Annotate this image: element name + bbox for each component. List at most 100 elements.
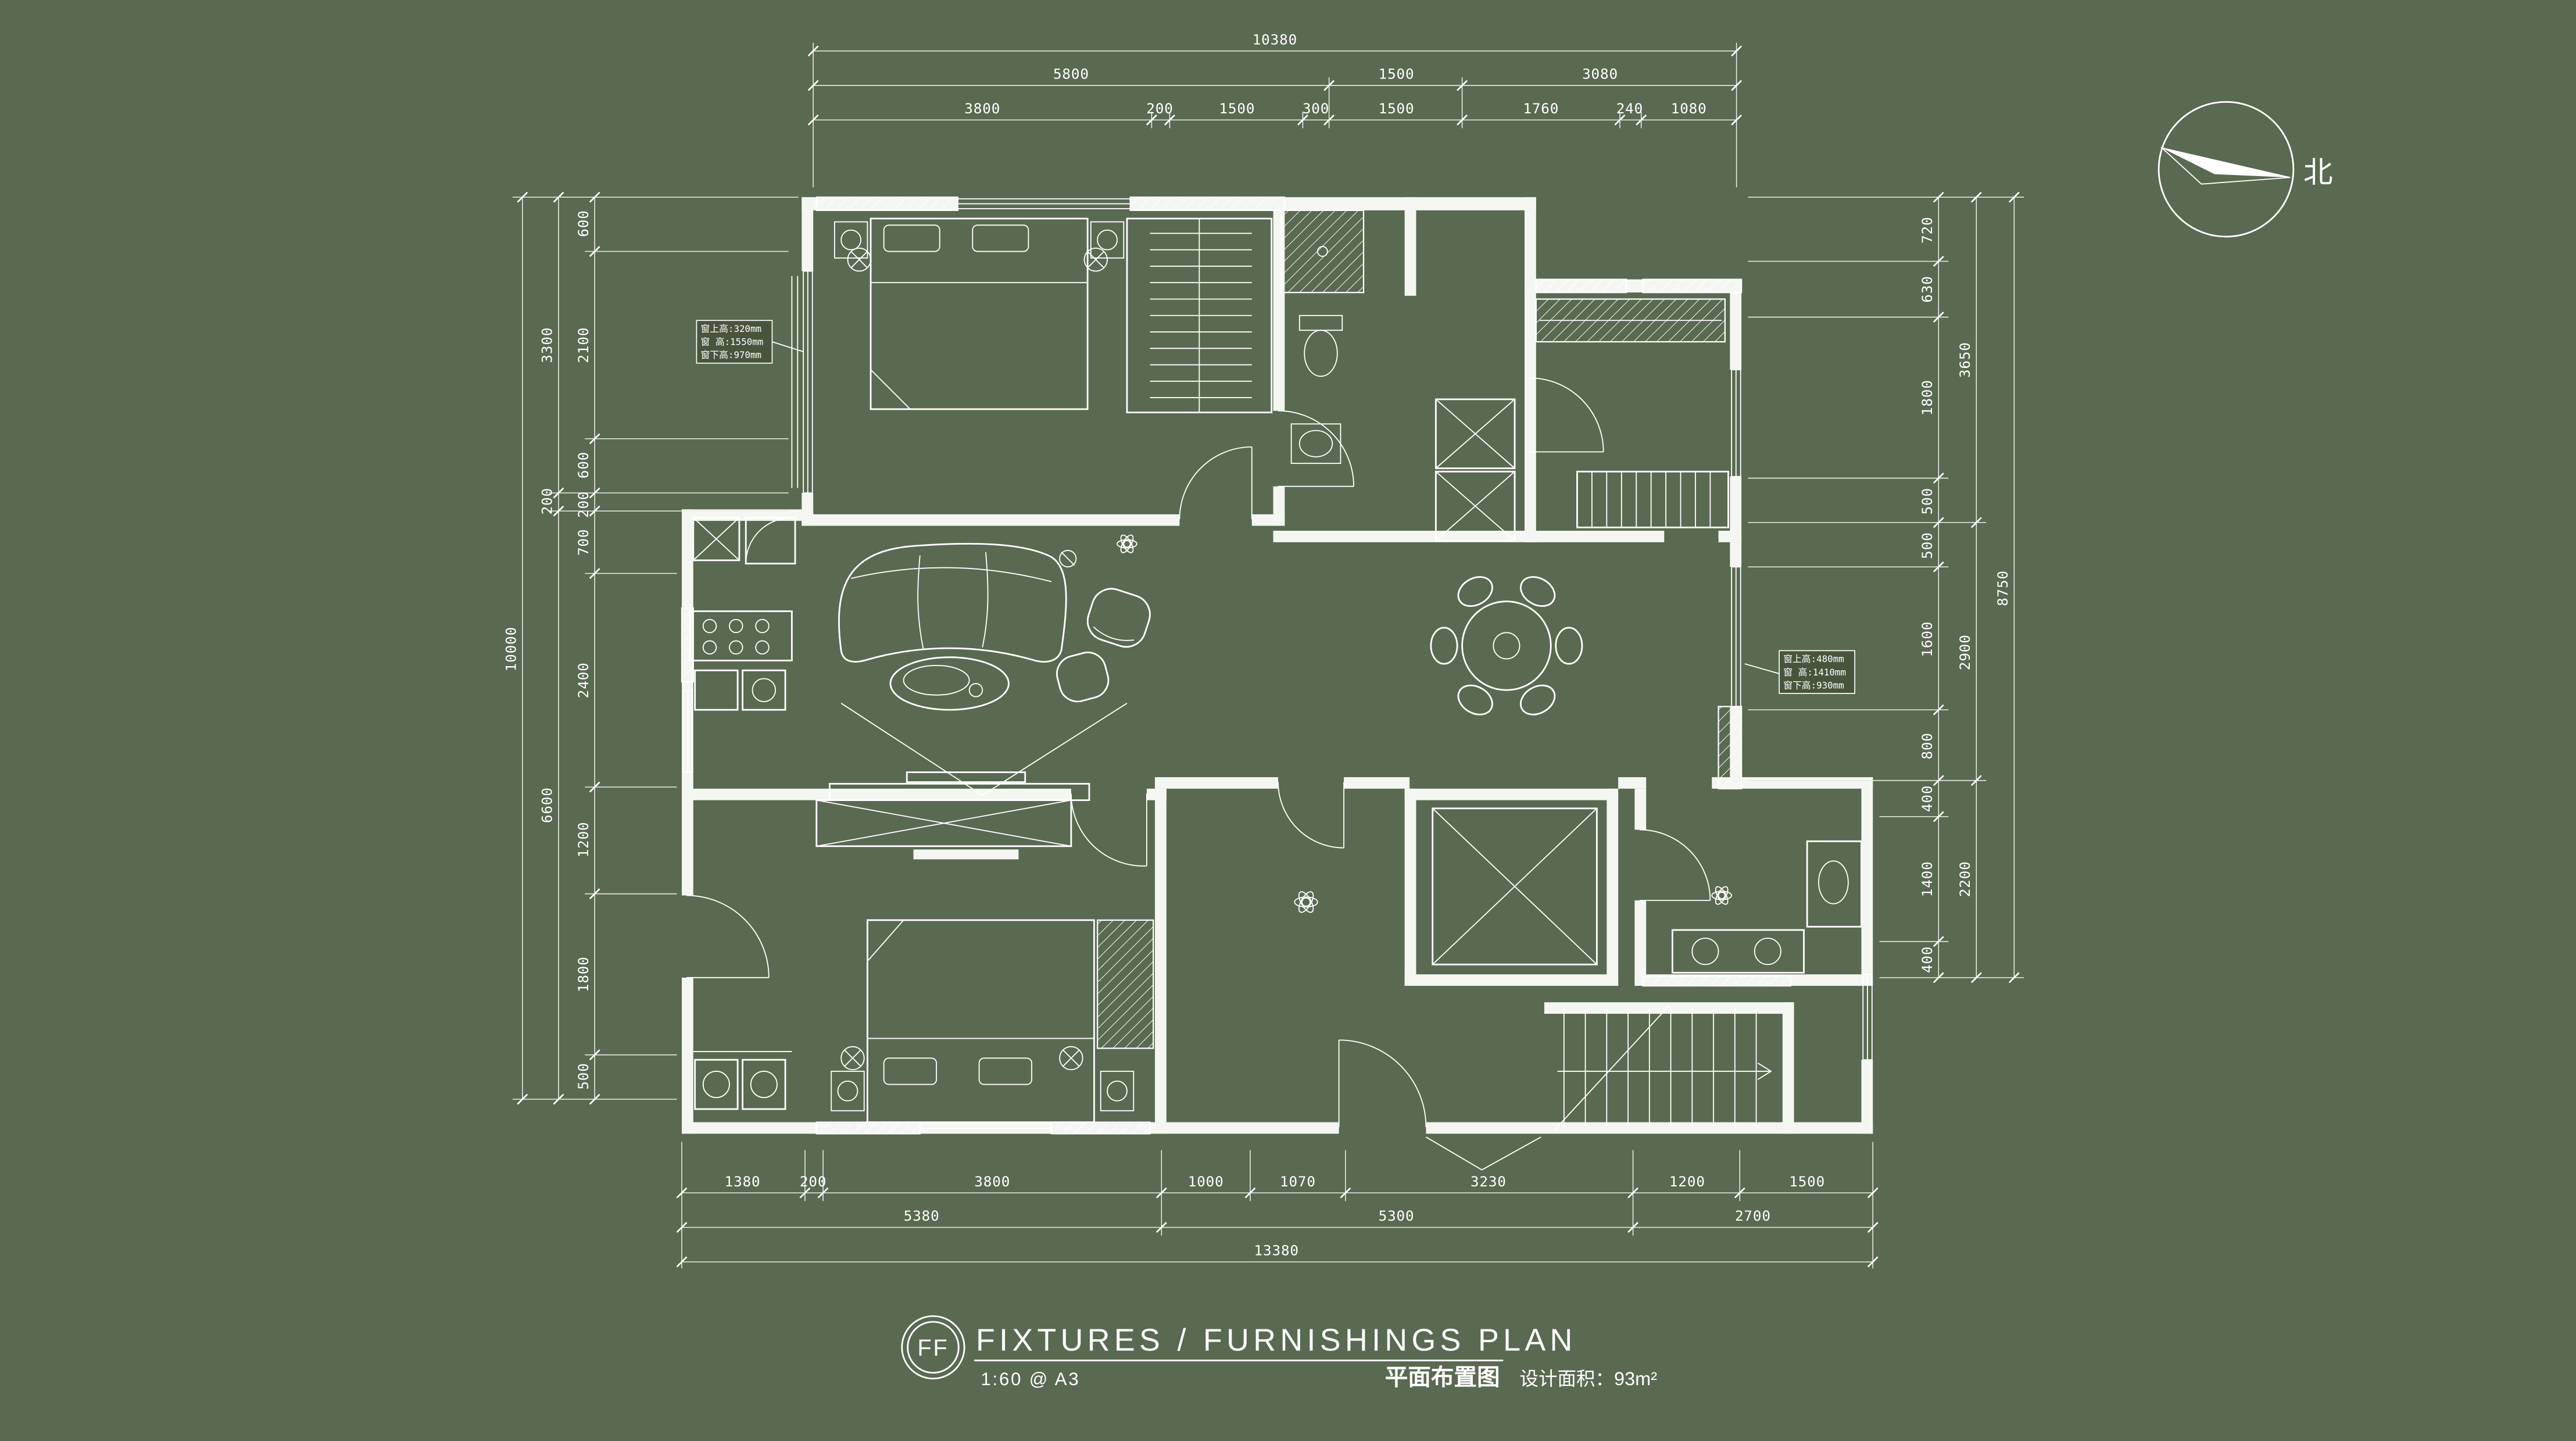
note-line: 窗上高:320mm bbox=[701, 323, 762, 334]
elevator bbox=[1432, 807, 1598, 966]
north-label: 北 bbox=[2303, 156, 2333, 189]
note-line: 窗 高:1550mm bbox=[701, 337, 764, 348]
dim-label: 2900 bbox=[1956, 634, 1973, 670]
window-top-bedroom bbox=[957, 198, 1131, 209]
dimension-chain-bottom: 1380 200 3800 1000 1070 3230 1200 1500 5… bbox=[676, 1142, 1879, 1269]
plan-area-note: 设计面积：93m² bbox=[1520, 1368, 1658, 1389]
dim-label: 3080 bbox=[1582, 66, 1618, 83]
kitchen-fixtures bbox=[689, 517, 796, 711]
dining-set bbox=[1430, 576, 1583, 716]
dim-label: 1500 bbox=[1379, 100, 1415, 117]
dim-label: 500 bbox=[1919, 488, 1935, 514]
dim-label: 400 bbox=[1919, 946, 1935, 973]
dim-label: 3650 bbox=[1956, 342, 1973, 378]
dim-label: 630 bbox=[1919, 276, 1935, 302]
laundry-balcony bbox=[690, 1051, 792, 1110]
window-bottom-bedroom bbox=[919, 1123, 1052, 1134]
title-block: FF FIXTURES / FURNISHINGS PLAN 1:60 @ A3… bbox=[901, 1315, 1658, 1390]
window-left-bedroom bbox=[791, 270, 813, 494]
window-dining bbox=[1731, 566, 1741, 707]
dim-label: 10380 bbox=[1253, 31, 1297, 48]
bathroom2-fixtures bbox=[1671, 840, 1862, 974]
dim-label: 13380 bbox=[1254, 1242, 1299, 1259]
bathroom1-fixtures bbox=[1280, 209, 1365, 464]
dim-label: 1400 bbox=[1919, 861, 1935, 897]
ceiling-light-icon bbox=[840, 1046, 1083, 1071]
window-right-lower bbox=[1862, 974, 1873, 1061]
dim-label: 200 bbox=[1146, 100, 1173, 117]
dim-label: 700 bbox=[575, 529, 592, 556]
door-balcony bbox=[686, 895, 770, 978]
dim-label: 2400 bbox=[575, 662, 592, 698]
dim-label: 2200 bbox=[1956, 861, 1973, 897]
dim-label: 200 bbox=[800, 1173, 827, 1190]
dim-label: 1380 bbox=[725, 1173, 761, 1190]
dim-label: 5380 bbox=[904, 1207, 940, 1224]
dim-label: 1760 bbox=[1523, 100, 1559, 117]
dim-label: 8750 bbox=[1994, 570, 2011, 606]
north-arrow: 北 bbox=[2158, 101, 2333, 238]
dim-label: 1800 bbox=[575, 956, 592, 992]
flower-icon bbox=[1711, 886, 1733, 905]
door-bedroom1 bbox=[1179, 446, 1253, 520]
duct-shaft bbox=[1434, 398, 1516, 542]
plan-scale: 1:60 @ A3 bbox=[981, 1369, 1080, 1389]
dim-label: 5800 bbox=[1053, 66, 1089, 83]
bed-bedroom2 bbox=[831, 919, 1135, 1123]
masonry-hatch-layer bbox=[681, 196, 1792, 1135]
dim-label: 1080 bbox=[1671, 100, 1707, 117]
window-right-room bbox=[1731, 369, 1741, 477]
wardrobe-master bbox=[1126, 217, 1273, 413]
windows-layer bbox=[682, 198, 1873, 1134]
dim-label: 10000 bbox=[503, 627, 520, 671]
window-note-left: 窗上高:320mm 窗 高:1550mm 窗下高:970mm bbox=[696, 320, 804, 364]
dim-label: 1500 bbox=[1379, 66, 1415, 83]
dimension-chain-top: 10380 5800 1500 3080 3800 200 1500 300 1… bbox=[807, 31, 1743, 188]
stairs bbox=[1554, 1005, 1772, 1131]
dim-label: 1600 bbox=[1919, 621, 1935, 657]
note-line: 窗上高:480mm bbox=[1783, 653, 1844, 664]
cabinet-right-room bbox=[1576, 470, 1729, 528]
plan-tag: FF bbox=[917, 1335, 949, 1361]
dim-label: 5300 bbox=[1379, 1207, 1415, 1224]
dim-label: 1500 bbox=[1219, 100, 1255, 117]
dim-label: 1200 bbox=[575, 821, 592, 857]
dim-label: 200 bbox=[575, 491, 592, 518]
dim-label: 240 bbox=[1616, 100, 1643, 117]
dim-label: 600 bbox=[575, 210, 592, 237]
bookshelf-bedroom2 bbox=[1096, 919, 1154, 1049]
door-right-room bbox=[1529, 377, 1604, 453]
walls-layer bbox=[682, 197, 1873, 1134]
dimension-chain-left: 10000 3300 200 6600 600 2100 600 200 700… bbox=[503, 191, 799, 1105]
dim-label: 500 bbox=[575, 1063, 592, 1089]
dimension-chain-right: 720 630 1800 500 500 1600 800 400 1400 4… bbox=[1748, 191, 2024, 984]
dim-label: 500 bbox=[1919, 532, 1935, 559]
dim-label: 200 bbox=[539, 488, 556, 514]
side-lamp-icon bbox=[1059, 550, 1077, 568]
sofa bbox=[838, 542, 1067, 663]
dim-label: 1070 bbox=[1280, 1173, 1316, 1190]
dim-label: 600 bbox=[575, 452, 592, 478]
bed-master bbox=[833, 217, 1125, 410]
armchair bbox=[1086, 588, 1151, 648]
dim-label: 1800 bbox=[1919, 380, 1935, 416]
window-left-kitchen bbox=[682, 689, 693, 773]
note-line: 窗下高:970mm bbox=[701, 349, 762, 360]
wardrobe-bedroom2 bbox=[815, 799, 1072, 860]
plan-title: FIXTURES / FURNISHINGS PLAN bbox=[976, 1322, 1577, 1357]
ceiling-light-icon bbox=[847, 247, 1108, 272]
furniture-layer bbox=[689, 209, 1862, 1131]
dim-label: 800 bbox=[1919, 732, 1935, 759]
dim-label: 3800 bbox=[974, 1173, 1010, 1190]
plan-cn-title: 平面布置图 bbox=[1385, 1365, 1500, 1390]
dim-label: 1000 bbox=[1188, 1173, 1224, 1190]
door-bath2 bbox=[1639, 829, 1711, 901]
coffee-table bbox=[889, 656, 1010, 711]
dim-label: 3300 bbox=[539, 327, 556, 363]
dim-label: 3800 bbox=[964, 100, 1000, 117]
window-note-right: 窗上高:480mm 窗 高:1410mm 窗下高:930mm bbox=[1744, 650, 1856, 694]
dim-label: 720 bbox=[1919, 217, 1935, 244]
dim-label: 2700 bbox=[1735, 1207, 1771, 1224]
